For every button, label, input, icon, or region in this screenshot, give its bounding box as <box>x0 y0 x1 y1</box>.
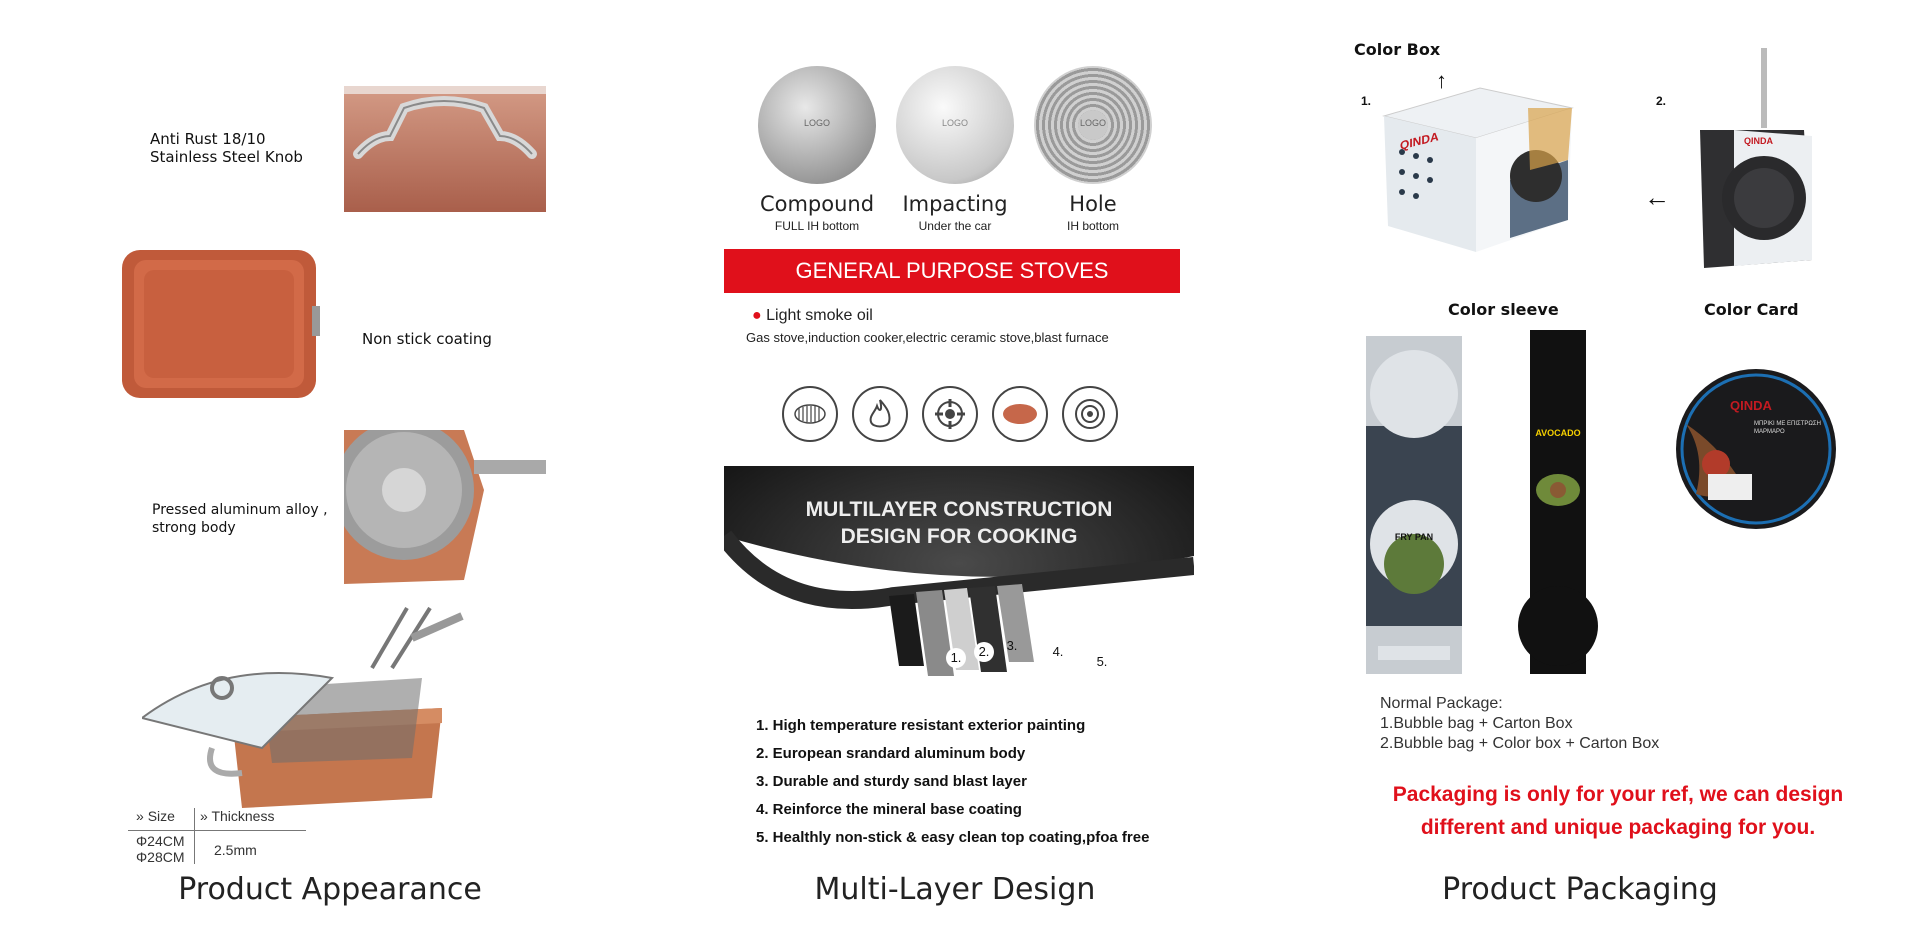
color-card-label: Color Card <box>1704 300 1799 319</box>
layer-item: 3. Durable and sturdy sand blast layer <box>756 773 1027 790</box>
construction-line1: MULTILAYER CONSTRUCTION <box>805 498 1113 521</box>
arrow-left-icon: ← <box>1644 182 1670 212</box>
smoke-oil: Light smoke oil <box>766 307 873 324</box>
compound-bottom-disc: LOGO <box>758 66 876 184</box>
layer-number-4: 4. <box>1048 642 1068 662</box>
step-2: 2. <box>1656 94 1667 108</box>
thickness-header-cell: » Thickness <box>200 808 275 824</box>
smoke-oil-line: ● Light smoke oil <box>752 307 873 325</box>
layer-list: 1. High temperature resistant exterior p… <box>756 712 1149 852</box>
radiant-hob-icon <box>1062 386 1118 442</box>
packaging-note-line2: different and unique packaging for you. <box>1420 816 1816 839</box>
card-text: ΜΠΡΙΚΙ ΜΕ ΕΠΙΣΤΡΩΣΗ ΜΑΡΜΑΡΟ <box>1754 421 1821 435</box>
handle-photo <box>344 86 546 212</box>
color-box-label: Color Box <box>1354 40 1441 59</box>
brand-logo: QINDA <box>1730 398 1772 413</box>
compound-logo: LOGO <box>803 118 830 128</box>
normal-package-2: 2.Bubble bag + Color box + Carton Box <box>1380 735 1660 752</box>
hole-logo: LOGO <box>1079 118 1106 128</box>
color-sleeve-label: Color sleeve <box>1448 300 1559 319</box>
packaging-note-line1: Packaging is only for your ref, we can d… <box>1392 783 1844 806</box>
normal-package-1: 1.Bubble bag + Carton Box <box>1380 715 1573 732</box>
feature-knob-line1: Anti Rust 18/10 <box>150 130 266 148</box>
arrow-up-icon: ↑ <box>1436 68 1447 93</box>
gas-burner-icon <box>922 386 978 442</box>
size-header-cell: » Size <box>136 808 175 824</box>
pan-body-photo <box>344 430 546 584</box>
hole-bottom-disc: LOGO <box>1034 66 1152 184</box>
layer-item: 2. European srandard aluminum body <box>756 745 1026 762</box>
construction-title: MULTILAYER CONSTRUCTION DESIGN FOR COOKI… <box>724 496 1194 550</box>
stoves-banner: GENERAL PURPOSE STOVES <box>724 249 1180 293</box>
size-header: Size <box>147 808 175 824</box>
size-table: » Size » Thickness Φ24CM Φ28CM 2.5mm <box>128 808 308 868</box>
layer-item: 1. High temperature resistant exterior p… <box>756 717 1086 734</box>
feature-body-text: Pressed aluminum alloy , strong body <box>152 501 328 537</box>
color-card-image: QINDA ΜΠΡΙΚΙ ΜΕ ΕΠΙΣΤΡΩΣΗ ΜΑΡΜΑΡΟ <box>1676 364 1836 534</box>
table-divider <box>128 830 306 831</box>
compound-title: Compound <box>759 192 875 216</box>
layer-number-5: 5. <box>1092 652 1112 672</box>
brand-logo: QINDA <box>1744 136 1773 146</box>
boxed-pan-image: QINDA <box>1694 48 1820 270</box>
impacting-title: Impacting <box>902 192 1008 216</box>
thickness-value: 2.5mm <box>214 842 257 858</box>
layer-number-2: 2. <box>974 642 994 662</box>
induction-coil-icon <box>782 386 838 442</box>
normal-package-note: Normal Package: 1.Bubble bag + Carton Bo… <box>1380 694 1659 754</box>
layer-item: 4. Reinforce the mineral base coating <box>756 801 1022 818</box>
layer-item: 5. Healthly non-stick & easy clean top c… <box>756 829 1150 846</box>
feature-knob-text: Anti Rust 18/10 Stainless Steel Knob <box>150 130 303 166</box>
size-2: Φ28CM <box>136 849 185 865</box>
hole-title: Hole <box>1069 192 1117 216</box>
layer-number-1: 1. <box>946 648 966 668</box>
feature-body-line1: Pressed aluminum alloy , <box>152 502 328 518</box>
layer-number-3: 3. <box>1006 638 1018 653</box>
ceramic-plate-icon <box>992 386 1048 442</box>
coating-photo <box>118 246 320 402</box>
multilayer-construction-image: MULTILAYER CONSTRUCTION DESIGN FOR COOKI… <box>724 466 1194 710</box>
compound-sub: FULL IH bottom <box>774 219 860 233</box>
multilayer-caption: Multi-Layer Design <box>814 872 1096 907</box>
feature-body-line2: strong body <box>152 520 236 536</box>
color-sleeve-1: FRY PAN <box>1366 336 1462 674</box>
impacting-logo: LOGO <box>941 118 968 128</box>
packaging-caption: Product Packaging <box>1442 872 1718 907</box>
hole-sub: IH bottom <box>1066 219 1120 233</box>
sleeve-avocado: AVOCADO <box>1535 428 1581 438</box>
flame-icon <box>852 386 908 442</box>
impacting-bottom-disc: LOGO <box>896 66 1014 184</box>
feature-knob-line2: Stainless Steel Knob <box>150 148 303 166</box>
table-column-divider <box>194 808 195 864</box>
pan-set-photo <box>142 598 472 818</box>
normal-package-title: Normal Package: <box>1380 695 1503 712</box>
impacting-sub: Under the car <box>918 219 992 233</box>
appearance-caption: Product Appearance <box>178 872 482 907</box>
color-sleeve-2: AVOCADO <box>1516 330 1600 674</box>
construction-line2: DESIGN FOR COOKING <box>840 525 1078 548</box>
sleeve-fry-pan: FRY PAN <box>1394 532 1434 542</box>
stove-types: Gas stove,induction cooker,electric cera… <box>746 330 1109 345</box>
step-1: 1. <box>1361 94 1372 108</box>
size-1: Φ24CM <box>136 833 185 849</box>
color-box-image: QINDA <box>1380 80 1576 256</box>
hole-center <box>1078 110 1108 140</box>
bullet-dot: ● <box>752 307 762 324</box>
feature-coating: Non stick coating <box>362 330 492 348</box>
size-values: Φ24CM Φ28CM <box>136 833 185 865</box>
packaging-disclaimer: Packaging is only for your ref, we can d… <box>1368 778 1868 844</box>
thickness-header: Thickness <box>211 808 275 824</box>
